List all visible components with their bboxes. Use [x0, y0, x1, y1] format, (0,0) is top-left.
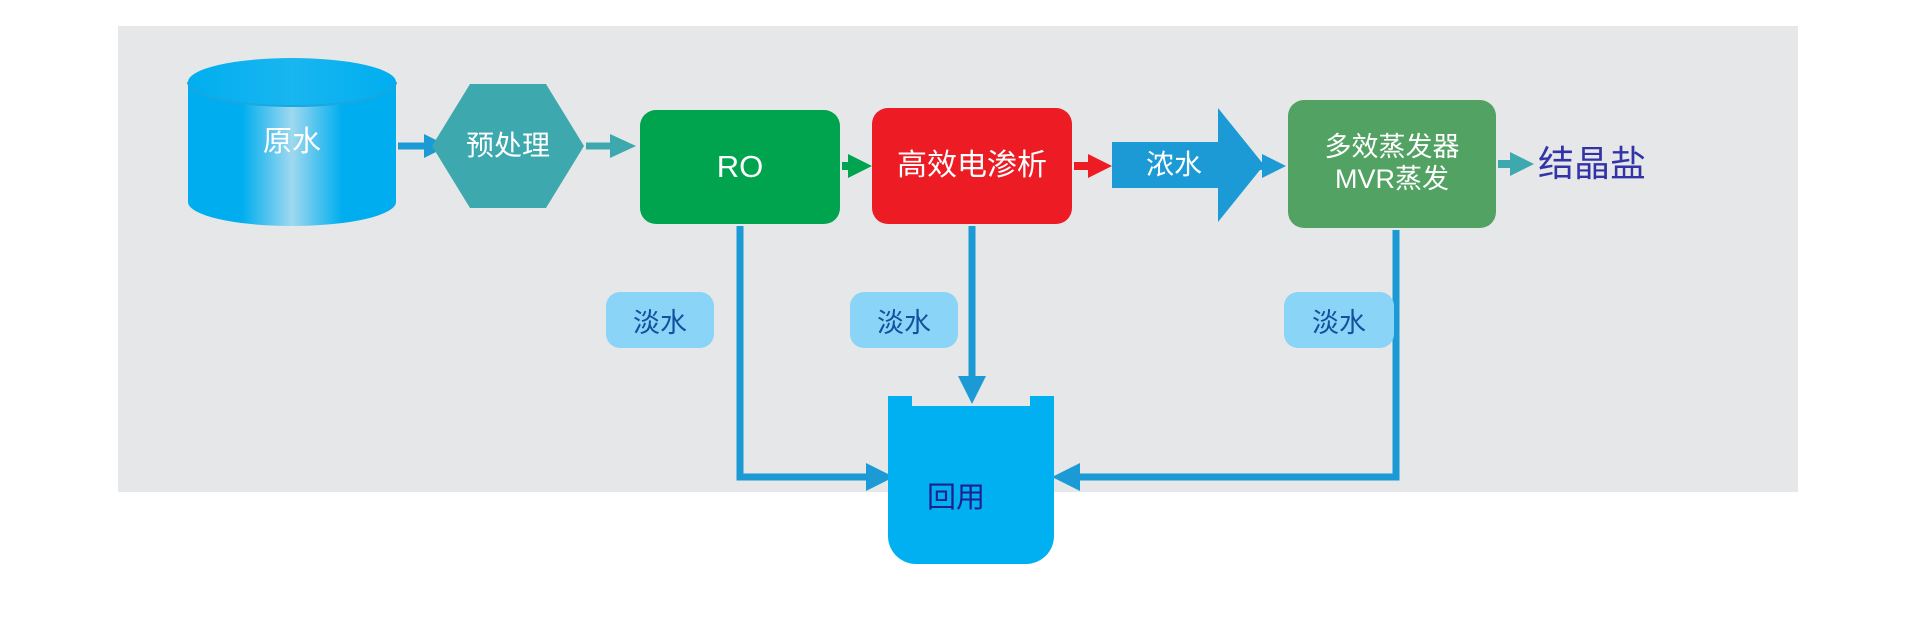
label-fresh-water-evaporator: 淡水: [1284, 292, 1394, 348]
node-raw-water[interactable]: 原水: [262, 125, 321, 158]
node-pretreatment[interactable]: 预处理: [465, 130, 550, 162]
label-fresh-water-ro: 淡水: [606, 292, 714, 348]
node-ro[interactable]: RO: [640, 110, 840, 224]
evaporator-label-line2: MVR蒸发: [1335, 164, 1449, 194]
evaporator-label-line1: 多效蒸发器: [1324, 132, 1460, 163]
node-evaporator[interactable]: 多效蒸发器 MVR蒸发: [1288, 100, 1496, 228]
node-crystal-salt: 结晶盐: [1538, 142, 1647, 184]
node-concentrate[interactable]: 浓水: [1145, 149, 1202, 181]
node-reuse-tank[interactable]: 回用: [926, 482, 985, 514]
node-electrodialysis[interactable]: 高效电渗析: [872, 108, 1072, 224]
label-fresh-water-electrodialysis: 淡水: [850, 292, 958, 348]
